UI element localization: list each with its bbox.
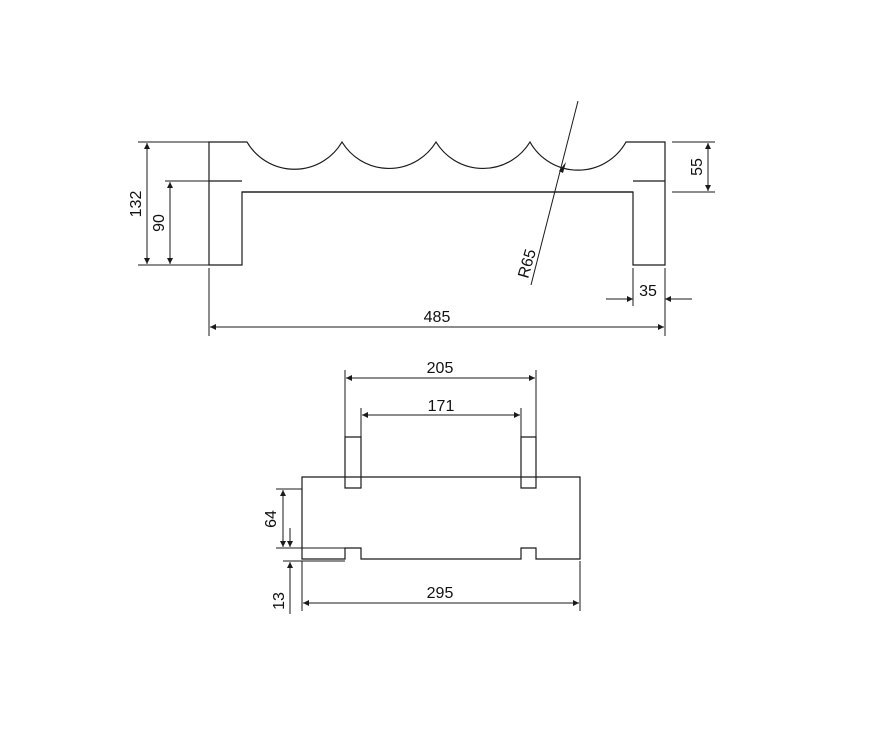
top-view xyxy=(301,436,581,560)
dimension-label-132: 132 xyxy=(128,191,145,218)
dimension-outer-span: 205 xyxy=(344,360,537,437)
dimension-label-r65: R65 xyxy=(515,247,539,280)
dimension-label-205: 205 xyxy=(427,360,454,377)
dimension-label-90: 90 xyxy=(151,214,168,232)
front-view-outline xyxy=(208,140,666,266)
front-view xyxy=(208,140,666,266)
dimension-label-64: 64 xyxy=(263,510,280,528)
dimension-label-485: 485 xyxy=(424,309,451,326)
dimension-height-total: 132 xyxy=(128,141,209,266)
top-view-outline xyxy=(301,476,581,560)
dimension-label-35: 35 xyxy=(639,283,657,300)
dimension-inner-span: 171 xyxy=(360,398,522,437)
dimension-label-295: 295 xyxy=(427,585,454,602)
dimension-label-13: 13 xyxy=(271,592,288,610)
dimension-label-171: 171 xyxy=(428,398,455,415)
right-post xyxy=(520,436,537,489)
dimension-leg-width: 35 xyxy=(606,268,692,306)
dimension-height-leg: 90 xyxy=(151,180,209,264)
dimension-groove-radius: R65 xyxy=(515,100,579,286)
dimension-length: 295 xyxy=(301,561,581,611)
dimension-label-55: 55 xyxy=(689,158,706,176)
left-post xyxy=(344,436,362,489)
dimension-depth: 64 xyxy=(263,488,345,549)
dimension-groove-depth: 55 xyxy=(672,141,715,193)
dimension-overall-length: 485 xyxy=(208,268,666,336)
dimension-notch-offset: 13 xyxy=(271,528,345,614)
